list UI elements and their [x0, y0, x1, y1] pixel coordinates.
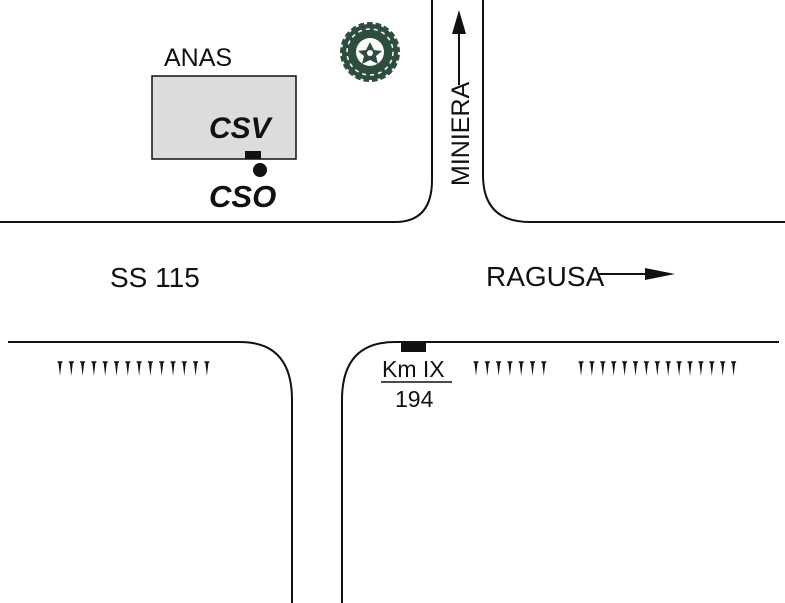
embankment-tick	[102, 361, 108, 376]
arrow-right-icon	[597, 268, 675, 280]
embankment-tick	[676, 361, 682, 376]
embankment-tick	[687, 361, 693, 376]
csv-marker	[245, 151, 261, 159]
embankment-tick	[473, 361, 479, 376]
embankment-tick	[170, 361, 176, 376]
km-marker	[401, 341, 426, 352]
embankment-tick	[622, 361, 628, 376]
road-edge-bottom-right	[341, 341, 779, 603]
cso-point	[253, 163, 267, 177]
embankment-tick	[633, 361, 638, 376]
embankment-tick	[193, 361, 199, 376]
embankment-tick	[80, 361, 86, 376]
embankment-tick	[720, 361, 726, 376]
road-edge-top-left	[0, 0, 433, 223]
embankment-symbols	[57, 361, 737, 376]
anas-building	[151, 75, 297, 160]
embankment-tick	[136, 361, 142, 376]
ss115-label: SS 115	[110, 262, 200, 293]
embankment-tick	[147, 361, 153, 376]
road-edge-bottom-left	[8, 341, 293, 603]
embankment-tick	[91, 361, 97, 376]
embankment-tick	[611, 361, 617, 376]
embankment-tick	[530, 361, 535, 376]
anas-label: ANAS	[164, 44, 232, 72]
arrow-up-icon	[452, 10, 466, 85]
embankment-tick	[507, 361, 513, 376]
embankment-tick	[125, 361, 131, 376]
embankment-tick	[698, 361, 704, 376]
embankment-tick	[541, 361, 547, 376]
embankment-tick	[484, 361, 490, 376]
embankment-tick	[578, 361, 584, 376]
embankment-tick	[57, 361, 63, 376]
km-label: Km IX	[382, 356, 445, 382]
embankment-tick	[600, 361, 606, 376]
embankment-tick	[731, 361, 737, 376]
embankment-tick	[709, 361, 715, 376]
embankment-tick	[643, 361, 649, 376]
embankment-tick	[204, 361, 210, 376]
embankment-tick	[159, 361, 165, 376]
tree-icon	[338, 20, 402, 84]
embankment-tick	[518, 361, 524, 376]
embankment-tick	[496, 361, 502, 376]
embankment-tick	[665, 361, 671, 376]
km-number: 194	[395, 386, 434, 412]
road-edge-top-right	[482, 0, 785, 223]
miniera-label: MINIERA	[447, 82, 475, 187]
embankment-tick	[181, 361, 187, 376]
embankment-tick	[114, 361, 119, 376]
ragusa-label: RAGUSA	[486, 261, 605, 292]
csv-label: CSV	[209, 112, 274, 145]
embankment-tick	[68, 361, 74, 376]
embankment-tick	[589, 361, 595, 376]
embankment-tick	[654, 361, 660, 376]
cso-label: CSO	[209, 179, 276, 214]
